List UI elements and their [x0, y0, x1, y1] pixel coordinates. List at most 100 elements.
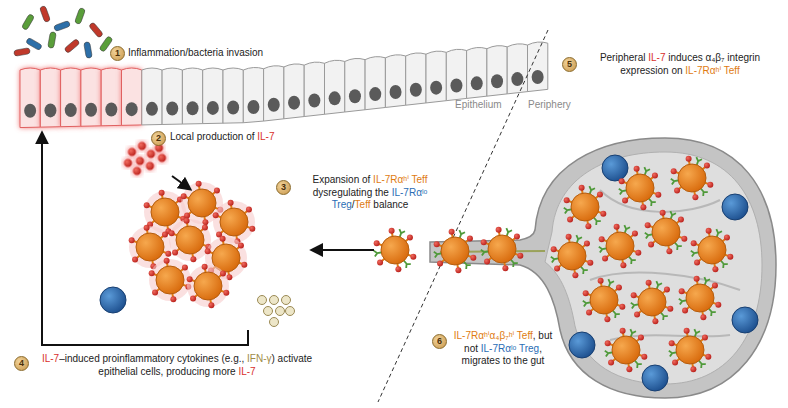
il7-molecule [149, 270, 155, 276]
teff-cell [599, 224, 642, 268]
cell-halo [149, 259, 191, 301]
bacterium [39, 5, 50, 22]
feedback-arrow [42, 133, 248, 345]
cell-body [223, 68, 243, 123]
epithelial-cell [284, 64, 304, 119]
il7-molecule [600, 211, 606, 217]
il7-molecule [514, 233, 520, 239]
il7-molecule [184, 213, 190, 219]
teff-cell [605, 328, 648, 372]
il7-molecule [146, 162, 154, 170]
il7-molecule [584, 240, 590, 246]
il7-molecule [704, 162, 710, 168]
bacterium [89, 22, 104, 38]
il7-molecule [196, 181, 202, 187]
il7-molecule [144, 202, 150, 208]
epithelium [20, 42, 548, 128]
nucleus [450, 79, 462, 93]
callout-number: 2 [151, 131, 166, 146]
cell-body [176, 226, 204, 254]
bacterium [74, 7, 85, 24]
nucleus [268, 98, 280, 112]
il7-molecule [238, 242, 244, 248]
teff-cell [645, 210, 688, 254]
teff-cell [551, 234, 594, 278]
il7-molecule [632, 230, 638, 236]
cell-body [507, 44, 527, 94]
il7-molecule [467, 235, 473, 241]
cell-body [151, 198, 179, 226]
il7-molecule [437, 261, 443, 267]
cell-body [188, 189, 216, 217]
il7-molecule [640, 204, 646, 210]
il7-molecule [202, 264, 208, 270]
il7-molecule [707, 182, 713, 188]
epithelial-cell [264, 66, 284, 121]
il7-molecule [682, 308, 688, 314]
epithelial-cell [122, 68, 142, 125]
teff-cell [434, 229, 477, 273]
divider-line [378, 30, 548, 402]
il7-molecule [691, 240, 697, 246]
cell-body [441, 237, 469, 265]
il7-molecule [169, 230, 175, 236]
il7-molecule [598, 278, 604, 284]
cell-body [284, 64, 304, 119]
text-run: / [352, 199, 355, 210]
il7-molecule [694, 260, 700, 266]
il7-molecule [158, 154, 166, 162]
il7-molecule [660, 210, 666, 216]
treg-cell [569, 332, 595, 358]
cell-body [467, 47, 487, 98]
il7-molecule [664, 286, 670, 292]
text-run: IL-7 [238, 366, 255, 377]
nucleus [85, 103, 97, 117]
il7-molecule [124, 159, 132, 167]
cytokine [270, 296, 279, 305]
bacterium [21, 14, 34, 31]
cell-body [220, 208, 248, 236]
il7-molecule [674, 188, 680, 194]
teff-cell [631, 280, 674, 324]
il7-molecule [652, 318, 658, 324]
epithelial-cell [101, 68, 121, 126]
epithelial-cell [406, 53, 426, 105]
cell-body [638, 288, 666, 316]
il7-molecule [567, 217, 573, 223]
integrin [648, 198, 655, 206]
text-run: IL-7 [257, 131, 274, 142]
epithelial-cell [223, 68, 243, 123]
callout-number: 5 [562, 57, 577, 72]
cell-body [304, 62, 324, 116]
epithelial-cell [345, 58, 365, 112]
il7-molecule [645, 222, 651, 228]
cell-body [652, 218, 680, 246]
il7-molecule [164, 258, 170, 264]
region-label: Periphery [528, 99, 571, 110]
treg-cell [642, 365, 668, 391]
cell-body [571, 193, 599, 221]
integrin [634, 360, 641, 368]
il7-molecule [655, 192, 661, 198]
callout-number: 4 [14, 356, 29, 371]
migration-arrow [312, 249, 374, 251]
epithelial-cell [162, 68, 182, 124]
region-label: Epithelium [455, 99, 502, 110]
il7-molecule [597, 191, 603, 197]
integrin [593, 217, 600, 225]
cell-body [676, 336, 704, 364]
cell-halo [169, 219, 211, 261]
cell-body [142, 68, 162, 125]
il7-molecule [681, 236, 687, 242]
integrin [698, 360, 705, 368]
il7-molecule [172, 250, 178, 256]
callout-number: 6 [432, 334, 447, 349]
il7-molecule [666, 248, 672, 254]
il7-molecule [622, 198, 628, 204]
text-run: IL-7Rαʰⁱ Teff [685, 65, 739, 76]
il7-molecule [410, 254, 416, 260]
il7-molecule [634, 166, 640, 172]
il7-molecule [214, 187, 220, 193]
il7-molecule [686, 156, 692, 162]
nucleus [410, 83, 422, 97]
